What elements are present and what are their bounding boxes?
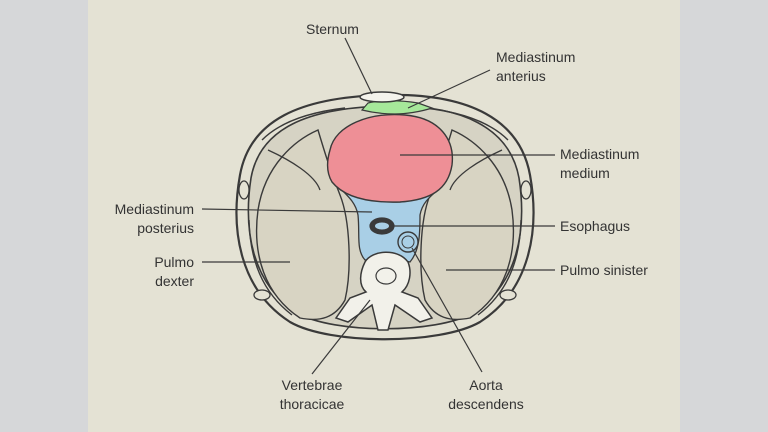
leader-sternum: [344, 37, 373, 95]
sternum-shape: [359, 91, 405, 103]
rib-section: [499, 289, 517, 301]
label-vertebrae-thoracicae: Vertebrae thoracicae: [279, 377, 345, 412]
leader-aorta: [411, 247, 483, 373]
fissure-left: [449, 149, 503, 191]
rib-right-lower: [477, 219, 522, 316]
leader-vertebrae: [311, 299, 371, 375]
label-esophagus: Esophagus: [560, 218, 631, 234]
label-mediastinum-medium: Mediastinum medium: [560, 146, 640, 181]
fissure-right: [267, 149, 321, 191]
leader-mediastinum-posterius: [201, 208, 373, 213]
label-aorta-descendens: Aorta descendens: [448, 377, 524, 412]
vertebra-body-mark: [375, 267, 397, 285]
esophagus-lumen: [375, 222, 389, 230]
rib-section: [238, 180, 250, 200]
label-sternum: Sternum: [306, 21, 359, 37]
mediastinum-medium-shape: [326, 113, 454, 203]
rib-left-lower: [248, 219, 293, 316]
label-pulmo-sinister: Pulmo sinister: [560, 262, 648, 278]
rib-left-upper: [261, 107, 346, 141]
rib-right-upper: [424, 107, 509, 141]
rib-section: [520, 180, 532, 200]
vertebra-shape: [334, 251, 434, 331]
label-pulmo-dexter: Pulmo dexter: [154, 254, 194, 289]
aorta-shape: [397, 231, 419, 253]
aorta-lumen: [401, 235, 415, 249]
label-mediastinum-anterius: Mediastinum anterius: [496, 49, 576, 84]
label-mediastinum-posterius: Mediastinum posterius: [114, 201, 194, 236]
rib-section: [253, 289, 271, 301]
pulmo-dexter-shape: [255, 129, 350, 321]
leader-mediastinum-anterius: [407, 69, 491, 109]
